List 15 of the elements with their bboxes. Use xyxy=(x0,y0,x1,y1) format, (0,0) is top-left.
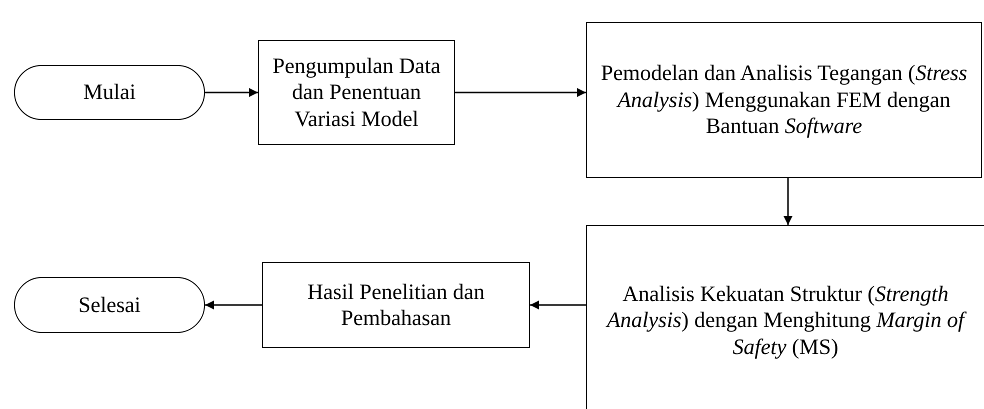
node-text: Pengumpulan Data dan Penentuan Variasi Model xyxy=(271,52,442,132)
node-text: Selesai xyxy=(78,292,141,318)
process-box xyxy=(262,262,530,348)
process-box xyxy=(586,22,982,178)
arrow xyxy=(455,88,586,97)
node-text: Pemodelan dan Analisis Tegangan (Stress Analysis) Menggunakan FEM dengan Bantuan Software xyxy=(600,60,968,140)
process-box xyxy=(586,225,984,409)
node-text: Mulai xyxy=(83,79,136,106)
arrow xyxy=(205,300,262,310)
arrow xyxy=(530,300,586,310)
arrow xyxy=(784,178,792,225)
arrow xyxy=(205,88,258,97)
node-text: Hasil Penelitian dan Pembahasan xyxy=(306,278,486,332)
process-box xyxy=(258,40,455,145)
node-text: Analisis Kekuatan Struktur (Strength Analysis) dengan Menghitung Margin of Safety (MS) xyxy=(604,280,968,360)
